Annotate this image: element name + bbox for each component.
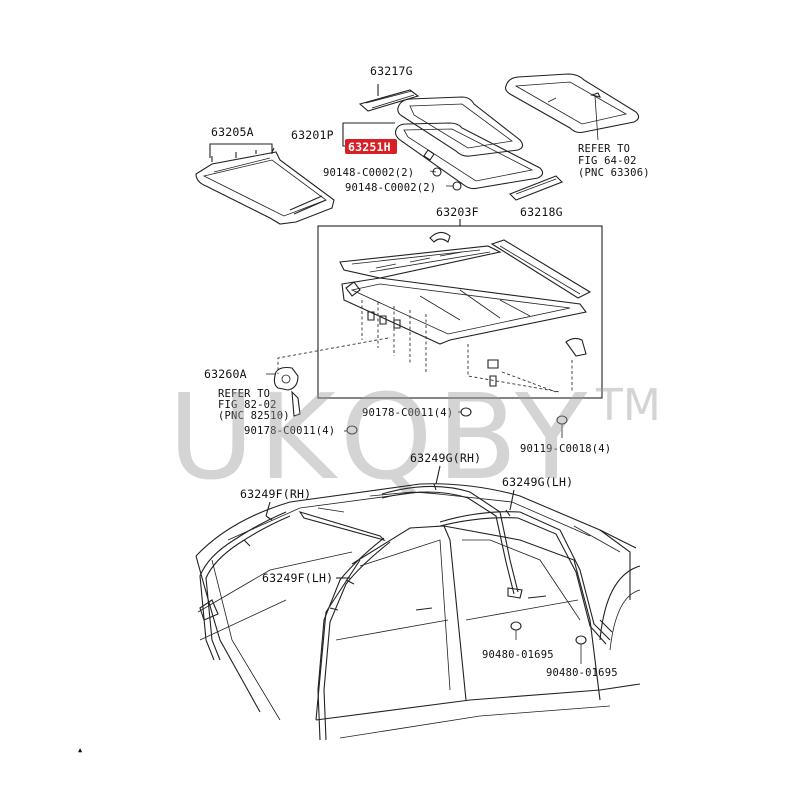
sunroof-glass-drawing (394, 96, 544, 190)
label-63205a: 63205A (211, 125, 254, 139)
ref-fig-82-02-line3: (PNC 82510) (218, 410, 290, 422)
ref-fig-82-02-line2: FIG 82-02 (218, 399, 277, 411)
label-63249f-lh: 63249F(LH) (262, 571, 333, 585)
watermark-text: UKQBY (168, 368, 591, 506)
label-63249g-rh: 63249G(RH) (410, 451, 481, 465)
label-63217g: 63217G (370, 64, 413, 78)
label-63251h: 63251H (348, 140, 391, 154)
dashed-guide-motor (277, 337, 389, 374)
label-90178-b: 90178-C0011(4) (362, 407, 453, 419)
label-63249f-rh: 63249F(RH) (240, 487, 311, 501)
label-90480-a: 90480-01695 (482, 649, 554, 661)
dashed-guides-right (467, 344, 573, 393)
label-90148-b: 90148-C0002(2) (345, 182, 436, 194)
car-body-drawing (195, 483, 641, 739)
ref-fig-64-02-line2: FIG 64-02 (578, 155, 637, 167)
leader-63249g-lh (509, 489, 515, 511)
housing-group-box (317, 225, 603, 399)
label-63249g-lh: 63249G(LH) (502, 475, 573, 489)
label-90480-b: 90480-01695 (546, 667, 618, 679)
leader-63249f-rh (265, 501, 271, 517)
part-63205a-drawing (195, 147, 335, 225)
motor-63260a-drawing (266, 366, 301, 417)
footer-mark: ▲ (78, 746, 83, 754)
part-63217g-drawing (358, 84, 420, 112)
fastener-90178-a (458, 407, 472, 417)
fastener-90480-b (575, 635, 587, 664)
fastener-90119 (556, 415, 568, 438)
label-90178-a: 90178-C0011(4) (244, 425, 335, 437)
bracket-63205a (209, 143, 273, 158)
label-63201p: 63201P (291, 128, 334, 142)
fastener-90148-b (446, 181, 462, 191)
label-63218g: 63218G (520, 205, 563, 219)
fastener-90178-b (344, 425, 358, 435)
ref-fig-64-02-line1: REFER TO (578, 143, 630, 155)
fastener-90148-a (429, 167, 442, 177)
bracket-63201p (342, 122, 395, 135)
label-63203f: 63203F (436, 205, 479, 219)
highlight-63251h (345, 139, 397, 154)
sunshade-drawing (504, 73, 640, 141)
part-63218g-drawing (509, 175, 563, 201)
ref-fig-64-02-line3: (PNC 63306) (578, 167, 650, 179)
housing-63203f-drawing (339, 231, 592, 387)
ref-fig-82-02-line1: REFER TO (218, 388, 270, 400)
fastener-90480-a (510, 621, 522, 640)
label-90148-a: 90148-C0002(2) (323, 167, 414, 179)
leader-63249g-rh (435, 465, 441, 485)
drain-hoses-drawing (199, 483, 613, 741)
label-63260a: 63260A (204, 367, 247, 381)
watermark-tm: TM (595, 380, 661, 431)
dashed-guides-left (361, 300, 427, 372)
label-90119: 90119-C0018(4) (520, 443, 611, 455)
